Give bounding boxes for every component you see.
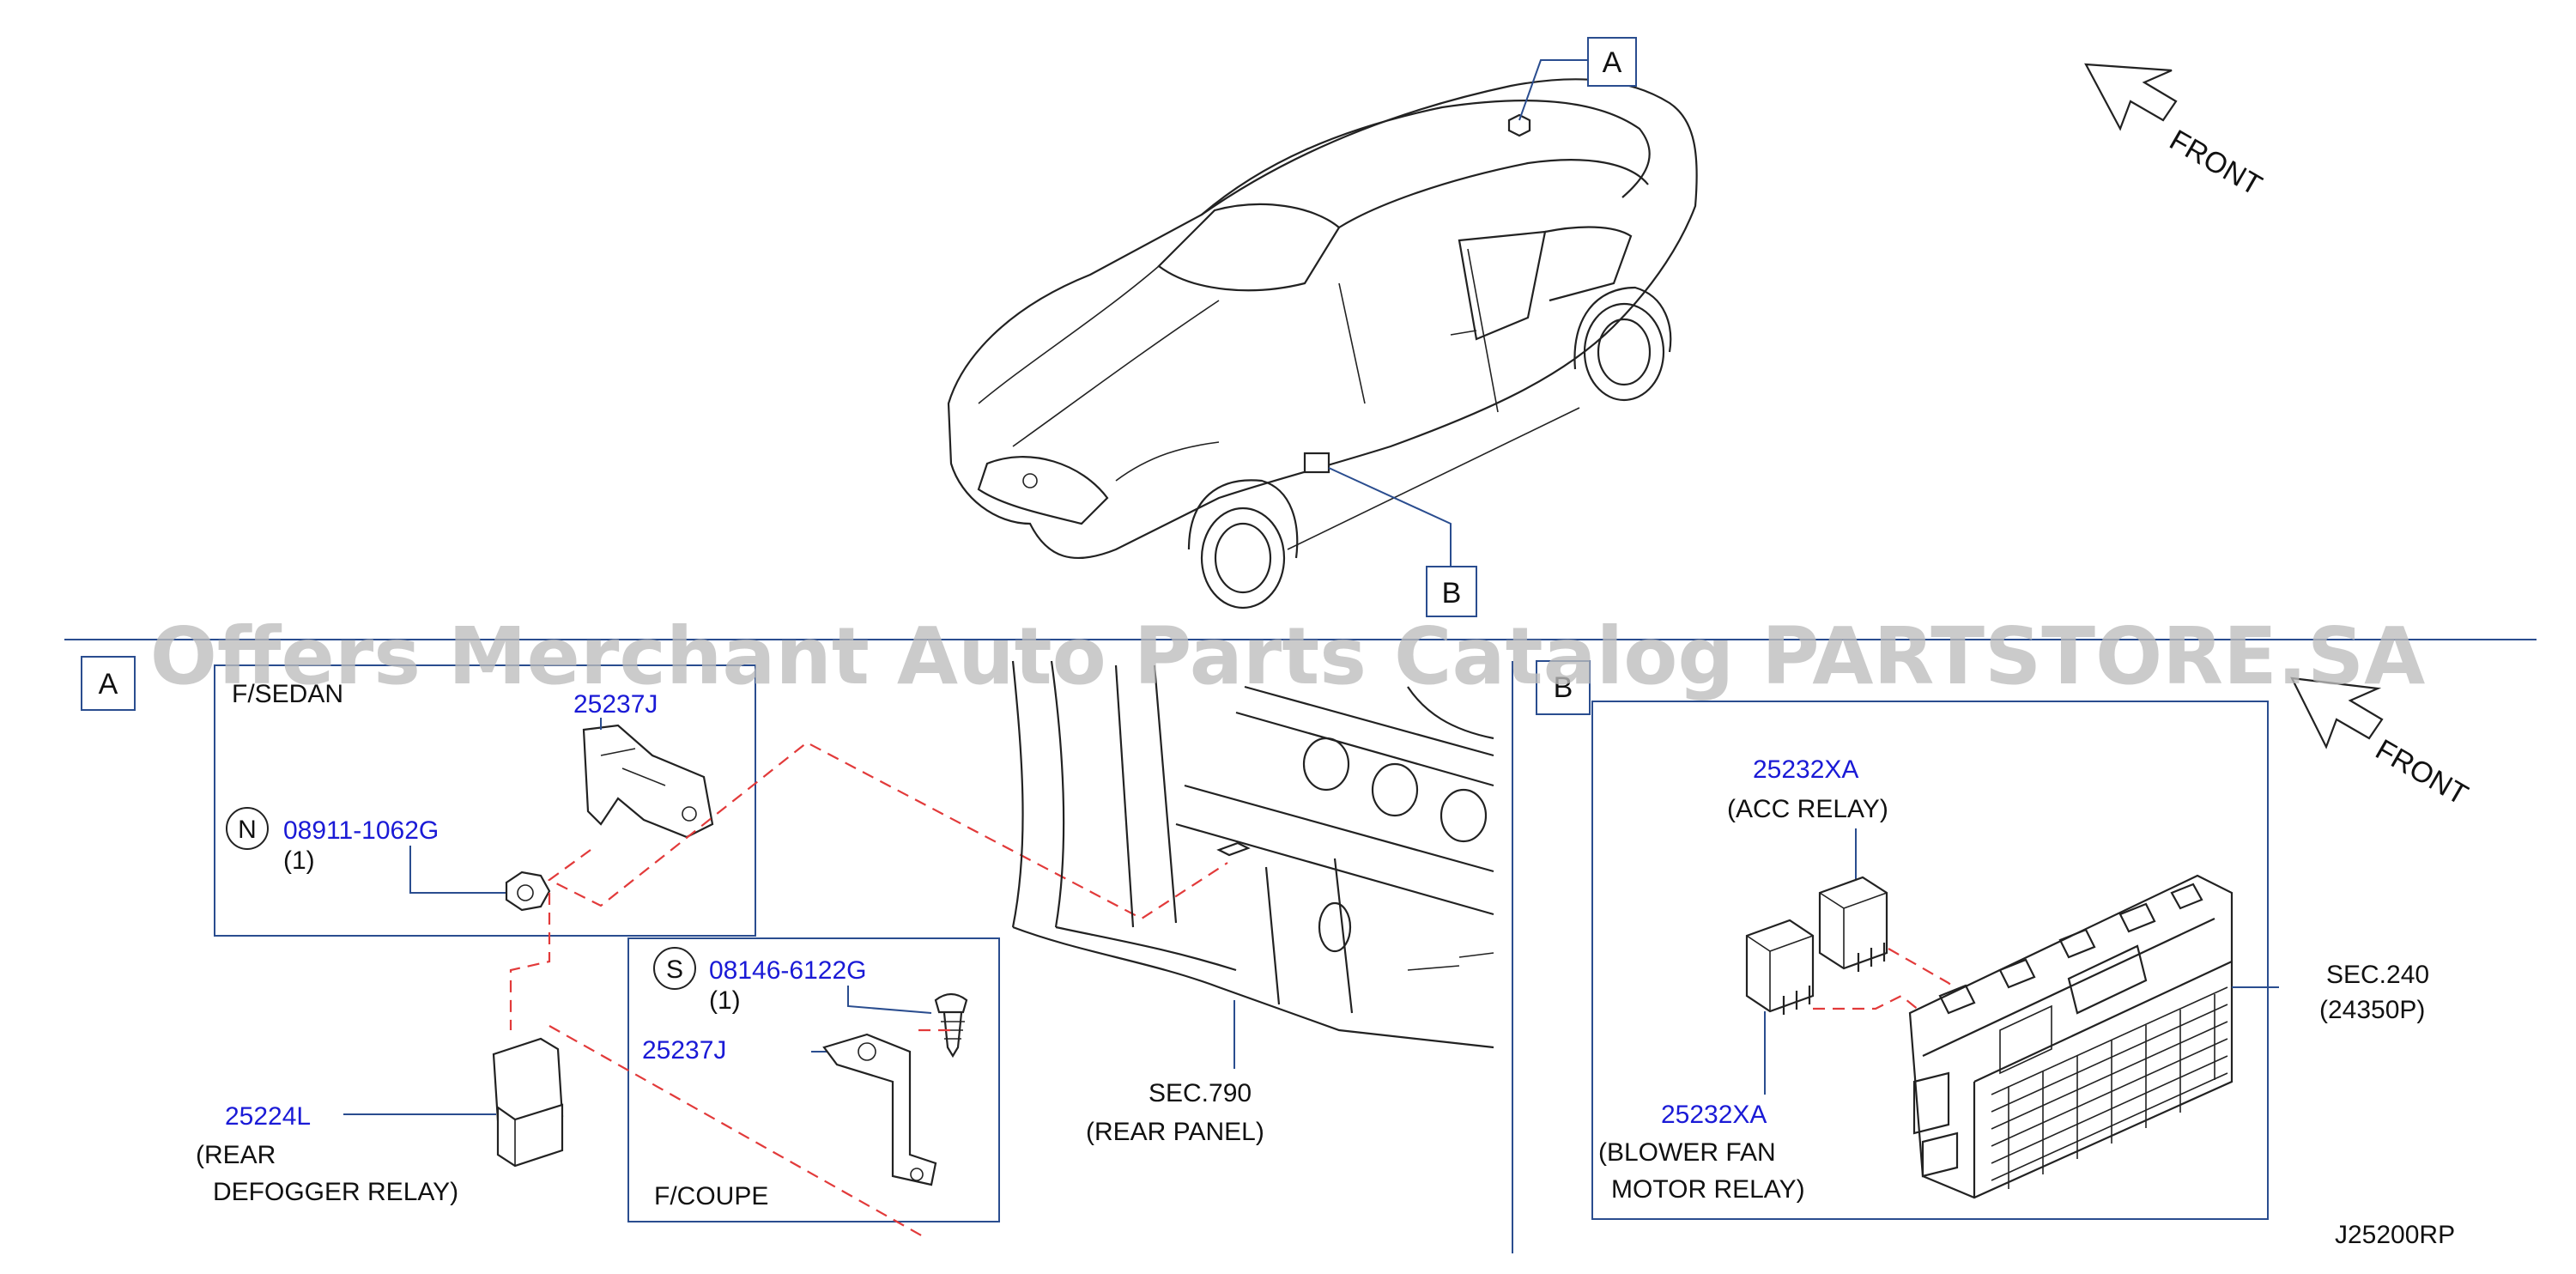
acc-relay-part-number: 25232XA bbox=[1753, 755, 1858, 784]
section-a-callout: A bbox=[99, 668, 118, 701]
coupe-bracket-part-number: 25237J bbox=[642, 1036, 726, 1065]
nut-symbol: N bbox=[238, 816, 257, 844]
car-illustration bbox=[947, 78, 1698, 610]
blower-relay-part-number: 25232XA bbox=[1661, 1101, 1767, 1129]
fuse-block-ref-code: (24350P) bbox=[2319, 996, 2425, 1024]
blower-relay-description-line1: (BLOWER FAN bbox=[1598, 1138, 1776, 1167]
fuse-box-detail-box bbox=[1591, 701, 2269, 1220]
coupe-bracket-25237j bbox=[822, 1033, 937, 1186]
fuse-block-section-ref: SEC.240 bbox=[2326, 961, 2429, 989]
relay-part-number: 25224L bbox=[225, 1102, 311, 1131]
acc-relay-25232xa bbox=[1818, 876, 1888, 970]
screw-quantity: (1) bbox=[709, 986, 741, 1015]
front-label-top: FRONT bbox=[2164, 124, 2267, 202]
guide-line-sedan bbox=[547, 741, 1228, 920]
relay-description-line1: (REAR bbox=[196, 1141, 276, 1169]
relay-location-a bbox=[1507, 113, 1531, 137]
diagram-code: J25200RP bbox=[2335, 1221, 2455, 1249]
section-b: B FRONT 25232XA (ACC RELAY) 25232XA (BLO… bbox=[1536, 660, 2473, 1220]
callout-a-top: A bbox=[1518, 37, 1637, 121]
guide-line-relay-a bbox=[509, 893, 551, 1030]
screw-symbol: S bbox=[666, 956, 683, 984]
screw-symbol-circle bbox=[653, 947, 696, 990]
callout-a-label: A bbox=[1603, 46, 1622, 79]
nut-symbol-circle bbox=[226, 807, 269, 850]
rear-panel-description: (REAR PANEL) bbox=[1086, 1118, 1264, 1146]
nut-part-number: 08911-1062G bbox=[283, 816, 439, 845]
rear-panel-structure bbox=[1011, 660, 1494, 1049]
watermark-text: Offers Merchant Auto Parts Catalog PARTS… bbox=[150, 610, 2426, 702]
sedan-bracket-part-number: 25237J bbox=[573, 690, 658, 719]
relay-description-line2: DEFOGGER RELAY) bbox=[213, 1178, 458, 1206]
screw-08146-6122g bbox=[934, 992, 968, 1014]
guide-line-acc bbox=[1888, 948, 2027, 1048]
front-label-right: FRONT bbox=[2370, 733, 2473, 811]
sedan-detail-box bbox=[214, 664, 756, 937]
front-arrow-right-icon bbox=[2290, 676, 2384, 749]
coupe-detail-box bbox=[627, 937, 1000, 1222]
relay-location-b bbox=[1303, 452, 1330, 474]
fuse-block-24350p bbox=[1908, 874, 2234, 1199]
front-arrow-top: FRONT bbox=[2084, 63, 2267, 202]
callout-b-top: B bbox=[1328, 467, 1477, 617]
blower-fan-motor-relay-25232xa bbox=[1745, 919, 1815, 1013]
screw-part-number: 08146-6122G bbox=[709, 956, 867, 985]
nut-08911-1062g bbox=[505, 871, 551, 912]
section-a: A F/SEDAN 25237J N 08911-1062G (1) S 081… bbox=[81, 656, 1494, 1237]
coupe-label: F/COUPE bbox=[654, 1182, 768, 1210]
section-b-callout: B bbox=[1554, 671, 1573, 704]
front-arrow-icon bbox=[2084, 63, 2178, 131]
rear-panel-section-ref: SEC.790 bbox=[1149, 1079, 1252, 1107]
guide-line-relay-b bbox=[549, 1025, 924, 1237]
sedan-label: F/SEDAN bbox=[232, 680, 343, 708]
acc-relay-description: (ACC RELAY) bbox=[1727, 795, 1888, 823]
nut-quantity: (1) bbox=[283, 846, 315, 875]
callout-b-label: B bbox=[1442, 577, 1462, 610]
blower-relay-description-line2: MOTOR RELAY) bbox=[1611, 1175, 1805, 1204]
